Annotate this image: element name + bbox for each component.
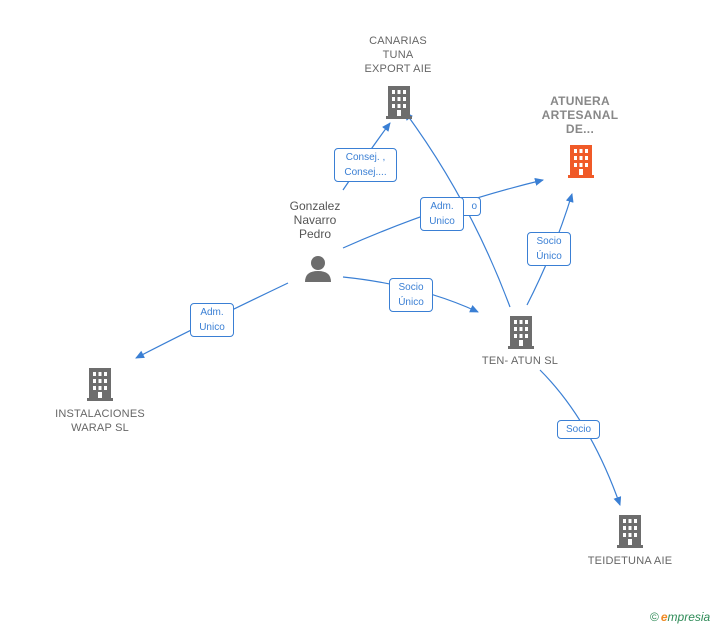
node-label-teidetuna[interactable]: TEIDETUNA AIE — [587, 555, 673, 567]
building-icon-instalaciones — [87, 368, 113, 401]
edge-label-adm-unico-atunera: Adm. Unico — [420, 197, 464, 231]
brand-logo[interactable]: ©empresia — [650, 610, 710, 624]
building-highlight-icon-atunera — [568, 145, 594, 178]
node-label-instalaciones[interactable]: INSTALACIONES WARAP SL — [55, 408, 145, 434]
person-icon — [305, 256, 331, 282]
node-label-atunera[interactable]: ATUNERA ARTESANAL DE... — [541, 94, 619, 136]
edge-label-consej: Consej. , Consej.... — [334, 148, 397, 182]
copyright-icon: © — [650, 610, 659, 624]
edge-label-socio-unico-atunera: Socio Único — [527, 232, 571, 266]
edge-label-adm-unico-inst: Adm. Unico — [190, 303, 234, 337]
node-label-tenatun[interactable]: TEN- ATUN SL — [481, 355, 559, 367]
brand-e: e — [660, 610, 668, 624]
node-label-canarias[interactable]: CANARIAS TUNA EXPORT AIE — [364, 35, 432, 75]
building-icon-tenatun — [508, 316, 534, 349]
node-label-person[interactable]: Gonzalez Navarro Pedro — [289, 199, 341, 241]
building-icon-teidetuna — [617, 515, 643, 548]
edge-label-socio-unico-ten: Socio Único — [389, 278, 433, 312]
brand-name: mpresia — [667, 610, 711, 624]
building-icon-canarias — [386, 86, 412, 119]
edge-label-socio-teide: Socio — [557, 420, 600, 439]
